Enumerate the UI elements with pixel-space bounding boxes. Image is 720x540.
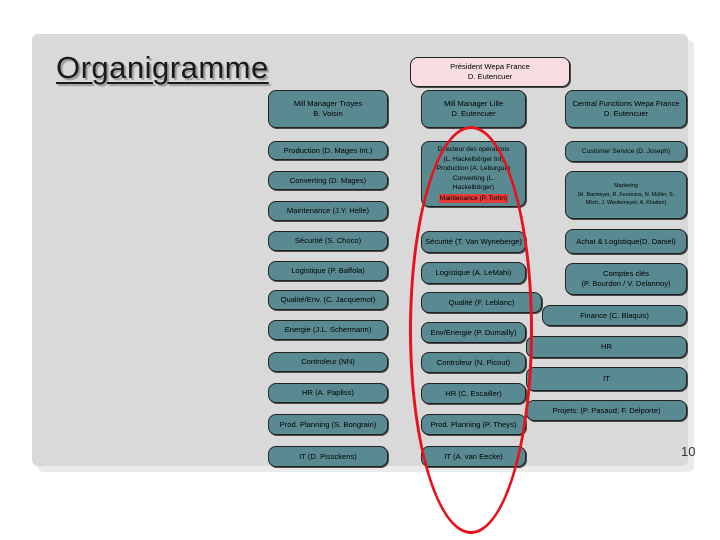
troyes-planning-label: Prod. Planning (S. Bongrain) [279,419,377,429]
lille-it-label: IT (A. van Eecke) [444,451,503,461]
lille-hr-label: HR (C. Escailler) [445,388,502,398]
president-box: Président Wepa France D. Eutencuer [410,57,570,87]
page-title: Organigramme [56,50,269,85]
troyes-securite-label: Sécurité (S. Choco) [294,236,362,246]
central-it-box: IT [526,367,687,391]
lille-env-energie-box: Env/Energie (P. Dumailly) [421,322,526,343]
marketing-box: Marketing (H. Barmeyer, R. Feuresus, N. … [565,171,687,219]
mill-manager-lille-box: Mill Manager Lille D. Eutencuer [421,90,526,128]
troyes-planning-box: Prod. Planning (S. Bongrain) [268,414,388,435]
lille-maintenance-highlight: Maintenance (P. Tortin) [438,193,509,204]
central-hr-label: HR [601,342,612,352]
lille-planning-label: Prod. Planning (P. Theys) [430,419,517,429]
lille-planning-box: Prod. Planning (P. Theys) [421,414,526,435]
troyes-qualite-box: Qualité/Env. (C. Jacquemot) [268,290,388,310]
comptes-cles-label: Comptes clés (P. Bourdon / V. Delannoy) [581,269,671,288]
troyes-controleur-label: Controleur (NN) [301,357,355,367]
central-functions-label: Central Functions Wepa France D. Eutencu… [572,99,680,118]
troyes-energie-label: Energie (J.L. Schermann) [284,325,372,335]
troyes-production-box: Production (D. Mages Int.) [268,141,388,160]
troyes-qualite-label: Qualité/Env. (C. Jacquemot) [280,295,376,305]
lille-qualite-box: Qualité (F. Leblanc) [421,292,542,313]
president-label: Président Wepa France D. Eutencuer [450,62,530,81]
central-hr-box: HR [526,336,687,358]
troyes-logistique-box: Logistique (P. Baffola) [268,261,388,281]
troyes-energie-box: Energie (J.L. Schermann) [268,320,388,340]
finance-label: Finance (C. Blaquis) [580,310,649,320]
lille-env-energie-label: Env/Energie (P. Dumailly) [430,327,517,337]
lille-securite-box: Sécurité (T. Van Wyneberge) [421,231,526,253]
troyes-securite-box: Sécurité (S. Choco) [268,231,388,251]
marketing-label: Marketing (H. Barmeyer, R. Feuresus, N. … [577,183,675,207]
troyes-it-box: IT (D. Pissckens) [268,446,388,467]
finance-box: Finance (C. Blaquis) [542,305,687,326]
troyes-maintenance-label: Maintenance (J.Y. Helle) [286,206,370,216]
projets-label: Projets: (P. Pasaud; F. Delporte) [552,405,661,415]
page-number: 10 [681,444,696,459]
projets-box: Projets: (P. Pasaud; F. Delporte) [526,400,687,421]
troyes-maintenance-box: Maintenance (J.Y. Helle) [268,201,388,221]
lille-logistique-label: Logistique (A. LeMahi) [435,268,512,278]
achat-logistique-label: Achat & Logistique(D. Daniel) [576,236,676,246]
troyes-logistique-label: Logistique (P. Baffola) [291,266,365,276]
mill-manager-troyes-label: Mill Manager Troyes B. Voisin [293,99,363,118]
troyes-converting-label: Converting (D. Mages) [289,175,367,185]
troyes-it-label: IT (D. Pissckens) [299,451,357,461]
lille-operations-text: Directeur des opérations (L. Hackelbörge… [436,146,511,192]
customer-service-label: Customer Service (D. Joseph) [581,147,671,155]
lille-qualite-label: Qualité (F. Leblanc) [448,297,515,307]
troyes-hr-box: HR (A. Papliss) [268,383,388,403]
mill-manager-troyes-box: Mill Manager Troyes B. Voisin [268,90,388,128]
troyes-controleur-box: Controleur (NN) [268,352,388,372]
lille-operations-content: Directeur des opérations (L. Hackelbörge… [436,145,511,204]
lille-securite-label: Sécurité (T. Van Wyneberge) [425,237,522,247]
lille-logistique-box: Logistique (A. LeMahi) [421,262,526,284]
lille-controleur-box: Controleur (N. Picout) [421,352,526,373]
mill-manager-lille-label: Mill Manager Lille D. Eutencuer [443,99,504,118]
troyes-hr-label: HR (A. Papliss) [302,388,354,398]
customer-service-box: Customer Service (D. Joseph) [565,141,687,162]
lille-operations-box: Directeur des opérations (L. Hackelbörge… [421,141,526,207]
troyes-converting-box: Converting (D. Mages) [268,171,388,190]
lille-hr-box: HR (C. Escailler) [421,383,526,404]
central-functions-box: Central Functions Wepa France D. Eutencu… [565,90,687,128]
central-it-label: IT [603,374,610,384]
achat-logistique-box: Achat & Logistique(D. Daniel) [565,229,687,254]
lille-it-box: IT (A. van Eecke) [421,446,526,467]
comptes-cles-box: Comptes clés (P. Bourdon / V. Delannoy) [565,263,687,295]
troyes-production-label: Production (D. Mages Int.) [283,145,373,155]
lille-controleur-label: Controleur (N. Picout) [436,357,511,367]
